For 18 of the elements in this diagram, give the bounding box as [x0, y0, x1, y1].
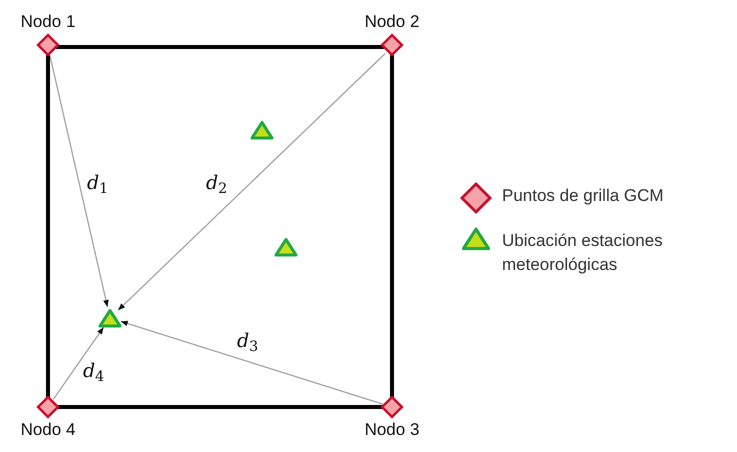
arrow [118, 53, 386, 310]
node-label: Nodo 3 [364, 419, 420, 441]
legend-text: Puntos de grilla GCM [502, 185, 665, 207]
legend-text: Ubicación estaciones meteorológicas [502, 230, 664, 276]
node-label: Nodo 2 [364, 11, 420, 33]
edge-label: d$_{4}$ [82, 362, 106, 381]
edge-label: d$_{2}$ [205, 174, 228, 193]
node-label: Nodo 1 [20, 11, 76, 33]
arrow [53, 327, 104, 400]
grid-line [46, 55, 50, 399]
grid-line [56, 45, 384, 49]
node-label: Nodo 4 [20, 419, 76, 441]
grid-line [390, 55, 394, 399]
edge-label: d$_{1}$ [86, 174, 110, 193]
arrow [50, 56, 109, 307]
arrow [120, 320, 384, 405]
edge-label: d$_{3}$ [236, 332, 260, 351]
grid-line [56, 405, 384, 409]
